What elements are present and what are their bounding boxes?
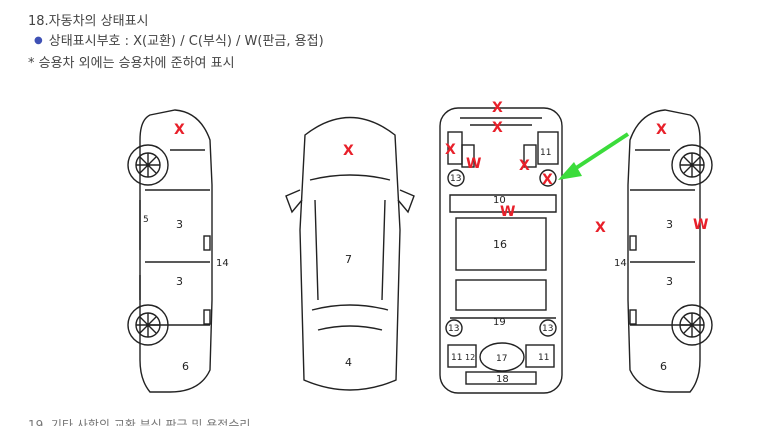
partial-bottom-text: 19. 기타 사항의 교환 부식 판금 및 용접수리 <box>28 418 251 426</box>
panel-label: 18 <box>496 374 509 385</box>
panel-label: 4 <box>345 356 352 369</box>
arrow-icon <box>558 132 630 180</box>
bullet-icon: ● <box>34 35 43 46</box>
right-side-view <box>627 109 713 393</box>
status-mark-x: X <box>445 142 456 158</box>
left-side-view <box>127 109 213 393</box>
underbody-view <box>439 107 563 394</box>
panel-label: 13 <box>450 174 461 184</box>
panel-label: 10 <box>493 195 506 206</box>
panel-label: 12 <box>465 353 475 362</box>
panel-label: 13 <box>448 324 459 334</box>
panel-label: 16 <box>493 238 507 251</box>
status-mark-x: X <box>595 220 606 236</box>
panel-label: 14 <box>614 258 627 269</box>
status-mark-x: X <box>343 143 354 159</box>
panel-label: 3 <box>666 275 673 288</box>
panel-label: 7 <box>345 253 352 266</box>
panel-label: 14 <box>216 258 229 269</box>
section-title: 18.자동차의 상태표시 <box>28 14 149 29</box>
status-mark-x: X <box>174 122 185 138</box>
status-mark-w: W <box>693 217 708 233</box>
panel-label: 17 <box>496 354 507 364</box>
panel-label: 6 <box>660 360 667 373</box>
top-view <box>285 116 415 391</box>
panel-label: 3 <box>666 218 673 231</box>
panel-label: 11 <box>538 353 549 363</box>
status-mark-x: X <box>542 172 553 188</box>
panel-label: 11 <box>540 148 551 158</box>
status-mark-x: X <box>492 120 503 136</box>
panel-label: 6 <box>182 360 189 373</box>
panel-label: 3 <box>176 275 183 288</box>
panel-label: 5 <box>143 215 149 225</box>
status-mark-x: X <box>656 122 667 138</box>
panel-label: 19 <box>493 317 506 328</box>
status-mark-w: W <box>466 156 481 172</box>
legend-line: ● 상태표시부호 : X(교환) / C(부식) / W(판금, 용접) <box>34 30 324 49</box>
panel-label: 13 <box>542 324 553 334</box>
status-mark-x: X <box>519 158 530 174</box>
panel-label: 3 <box>176 218 183 231</box>
note-text: * 승용차 외에는 승용차에 준하여 표시 <box>28 56 235 71</box>
panel-label: 11 <box>451 353 462 363</box>
status-mark-x: X <box>492 100 503 116</box>
legend-text: 상태표시부호 : X(교환) / C(부식) / W(판금, 용접) <box>48 34 324 49</box>
status-mark-w: W <box>500 204 515 220</box>
